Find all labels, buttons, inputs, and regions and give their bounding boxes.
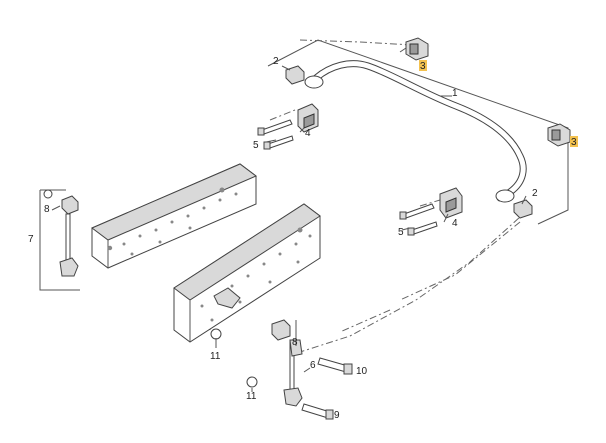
callout-8-left: 8 [44, 204, 50, 215]
callout-5-right: 5 [398, 227, 404, 238]
callout-9: 9 [334, 410, 340, 421]
callout-4-left: 4 [305, 128, 311, 139]
callout-3-right: 3 [571, 137, 577, 148]
stabilizer-bar [304, 60, 527, 203]
callout-7: 7 [28, 234, 34, 245]
callout-labels: 1 2 2 3 3 4 4 5 5 6 7 8 8 9 10 11 11 [28, 56, 578, 421]
bracket-left [297, 103, 319, 133]
callout-5-left: 5 [253, 140, 259, 151]
callout-2-right: 2 [532, 188, 538, 199]
callout-11-lower: 11 [246, 391, 257, 402]
link-assembly-right [210, 319, 353, 420]
frame-rail-front [173, 203, 321, 343]
link-bracket [213, 287, 241, 309]
group-boundary-lines [39, 39, 569, 353]
callout-11-upper: 11 [210, 351, 221, 362]
rubber-pad-right [513, 199, 533, 219]
bracket-right [439, 187, 463, 219]
leader-lines [51, 47, 527, 392]
callout-3-left-highlight [419, 60, 427, 71]
bar-bushing-left [405, 37, 429, 61]
rubber-pad-left [285, 65, 305, 85]
callout-1: 1 [452, 88, 458, 99]
link-assembly-left [43, 189, 79, 277]
callout-8-right: 8 [292, 337, 298, 348]
callout-6: 6 [310, 360, 316, 371]
callout-3-right-highlight [570, 136, 578, 147]
callout-10: 10 [356, 366, 368, 377]
callout-4-right: 4 [452, 218, 458, 229]
bolts-left [257, 119, 294, 150]
callout-2-left: 2 [273, 56, 279, 67]
callout-3-left: 3 [420, 61, 426, 72]
bolts-right [399, 203, 438, 236]
frame-rail-rear [91, 163, 257, 269]
